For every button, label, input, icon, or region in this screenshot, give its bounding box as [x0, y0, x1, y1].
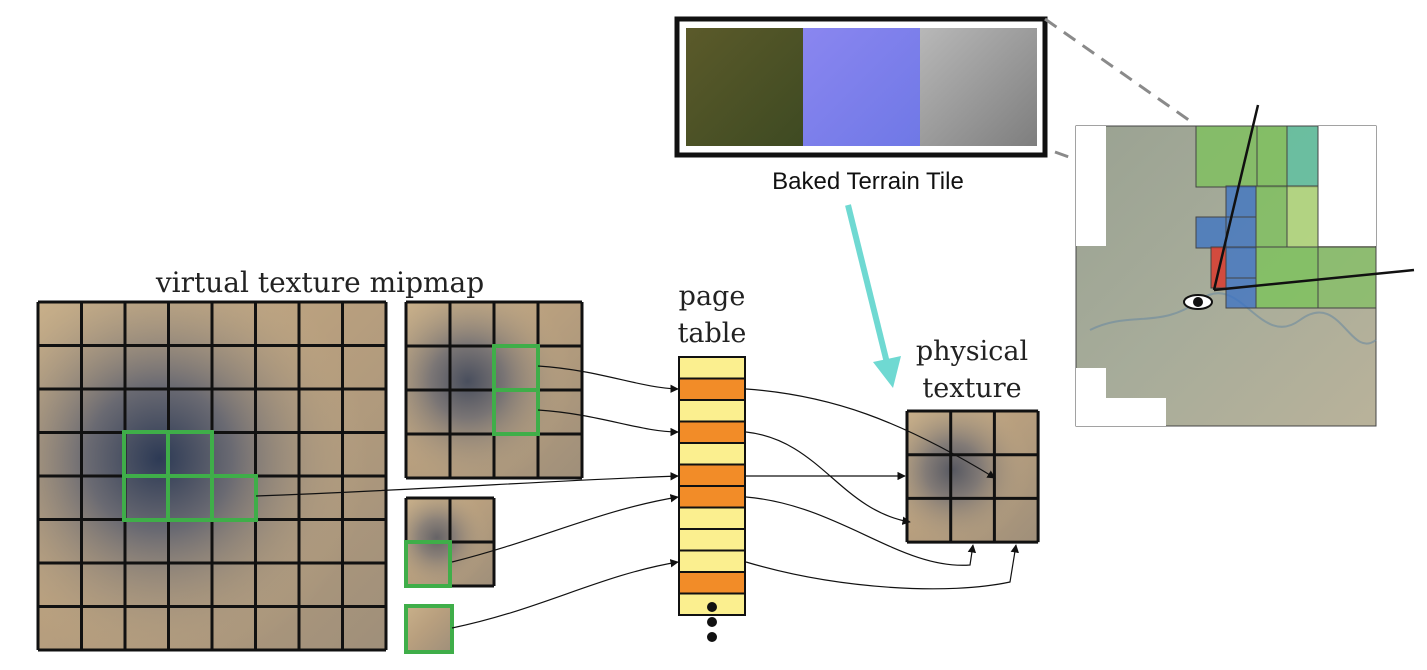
- page-table-entry: [678, 571, 746, 595]
- page-table-entry: [678, 485, 746, 509]
- physical-texture: [905, 409, 1040, 544]
- page-table-entry: [678, 442, 746, 466]
- arrow-mip0-to-table: [255, 472, 679, 497]
- page-table-entry: [678, 420, 746, 444]
- loaded-tile: [1286, 125, 1319, 188]
- mip-level-3: [404, 604, 454, 654]
- albedo-texture: [686, 28, 803, 146]
- page-table-entry: [678, 377, 746, 401]
- mip0-page-e: [210, 474, 258, 522]
- page-table-entry: [678, 506, 746, 530]
- physical-texture-label-line1: physical: [916, 336, 1028, 367]
- normal-map-texture: [803, 28, 920, 146]
- arrow-table-to-phys-a: [745, 388, 996, 479]
- page-table-entry: [678, 356, 746, 380]
- baked-tile-frame: [674, 16, 1048, 158]
- frustum-line-right: [1213, 268, 1415, 292]
- teal-arrow-shaft: [845, 204, 893, 376]
- map-gap-bottom-left: [1076, 368, 1106, 426]
- height-map-texture: [920, 28, 1037, 146]
- loaded-tile: [1286, 185, 1319, 248]
- mip-level-0: [36, 300, 388, 652]
- loaded-tile: [1195, 125, 1258, 188]
- physical-texture-shading: [907, 411, 1038, 542]
- page-table-label-line1: page: [679, 281, 746, 312]
- baked-tile-label: Baked Terrain Tile: [772, 168, 964, 195]
- page-table: [678, 356, 746, 616]
- frustum-line-left: [1212, 104, 1260, 291]
- mip0-highlight: [122, 430, 258, 522]
- arrow-mip2-to-table: [451, 494, 679, 563]
- page-table-entry: [678, 399, 746, 423]
- loaded-tile: [1225, 246, 1257, 279]
- page-table-entry: [678, 463, 746, 487]
- arrow-table-to-phys-b: [745, 431, 911, 525]
- loaded-tile: [1255, 246, 1319, 309]
- mipmap-label: virtual texture mipmap: [155, 266, 484, 299]
- physical-texture-label-line2: texture: [922, 373, 1021, 404]
- leader-line-top: [1044, 17, 1194, 125]
- teal-arrow-head: [873, 356, 901, 388]
- mip1-page-b: [492, 388, 540, 436]
- vertical-ellipsis-icon: [707, 602, 717, 642]
- terrain-map: [1075, 104, 1415, 427]
- page-table-entry: [678, 528, 746, 552]
- page-table-entry: [678, 549, 746, 573]
- loaded-tile: [1255, 185, 1288, 248]
- loaded-tile: [1256, 125, 1288, 188]
- loaded-tile: [1195, 216, 1227, 249]
- mip-level-2: [404, 496, 496, 588]
- mip3-image: [406, 606, 452, 652]
- mapping-arrows: [255, 365, 1019, 629]
- mip2-highlight: [404, 540, 452, 588]
- map-gap-top-right: [1318, 126, 1376, 246]
- mip1-highlight: [492, 344, 540, 436]
- arrow-mip3-to-table: [451, 559, 679, 629]
- mip3-highlight: [404, 604, 454, 654]
- page-table-label-line2: table: [678, 318, 747, 349]
- mip-level-1: [404, 300, 584, 480]
- arrow-mip1a-to-table: [537, 365, 679, 393]
- map-gap-top-left: [1076, 126, 1106, 246]
- arrow-table-to-phys-d: [745, 496, 977, 566]
- arrow-table-to-phys-e: [745, 544, 1019, 590]
- loaded-tile: [1225, 277, 1257, 309]
- loaded-tile: [1225, 185, 1257, 218]
- arrow-mip1b-to-table: [537, 409, 679, 437]
- map-gap-bottom: [1106, 398, 1166, 426]
- river: [1089, 292, 1377, 345]
- baked-terrain-tile: Baked Terrain Tile: [674, 16, 1048, 195]
- eye-icon: [1183, 294, 1213, 310]
